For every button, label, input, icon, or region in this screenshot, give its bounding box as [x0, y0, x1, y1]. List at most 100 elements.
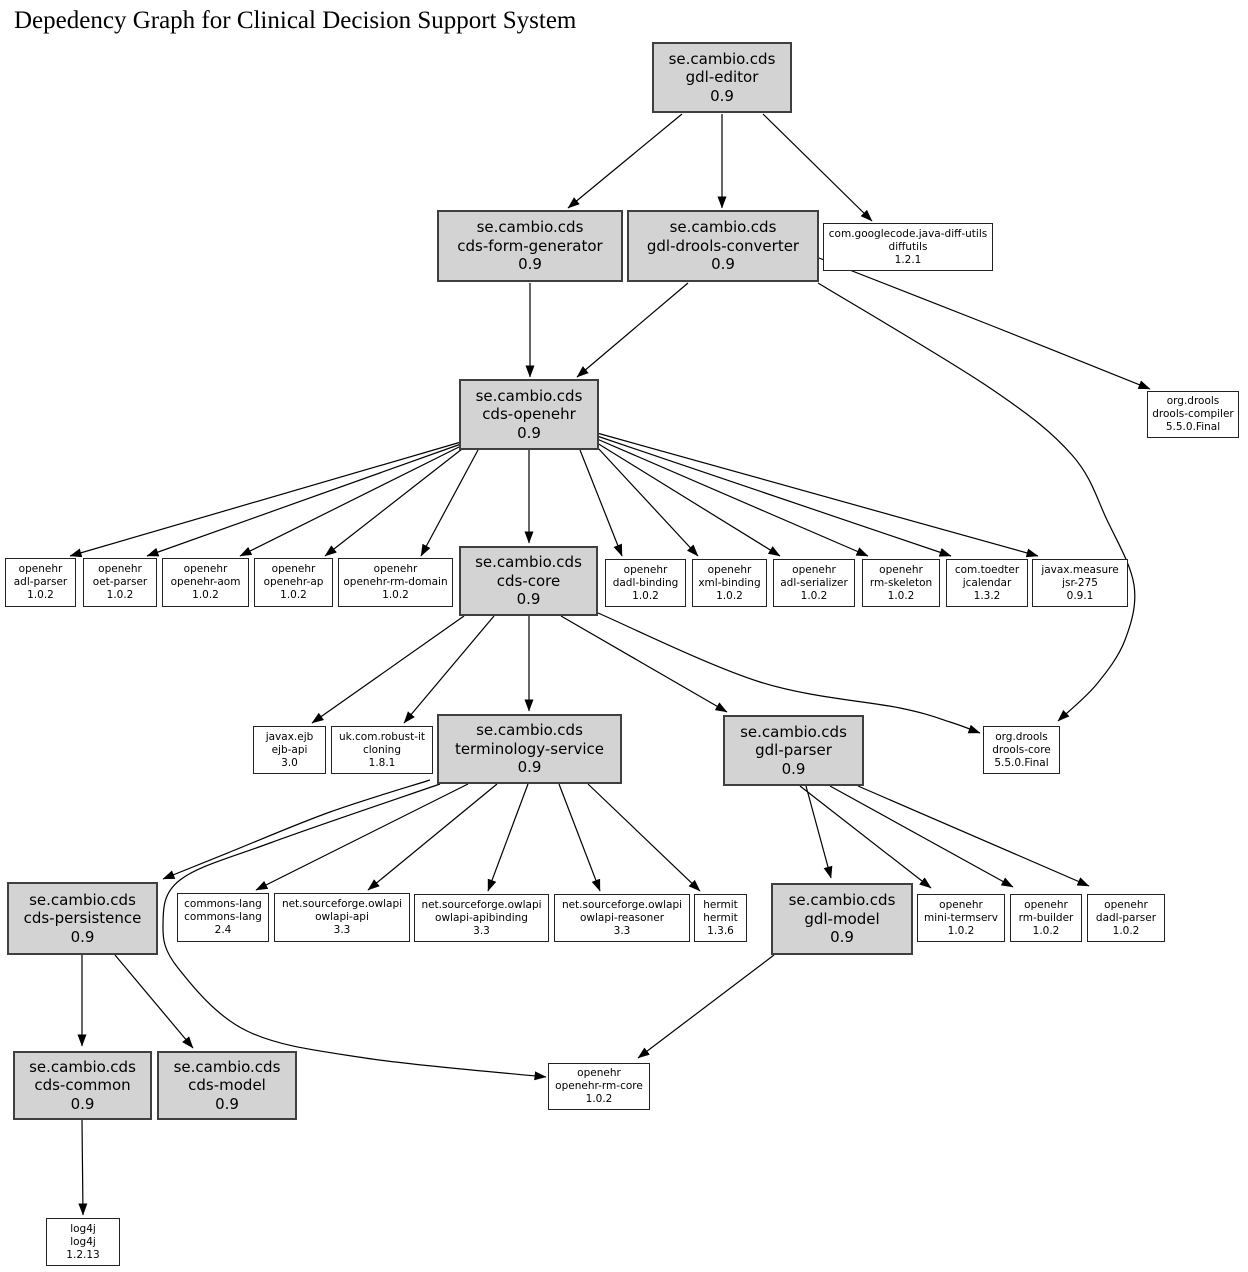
node-ejb-api-group: javax.ejb	[265, 730, 314, 743]
edge-terminology-service-to-owlapi-api	[367, 783, 498, 891]
node-owlapi-apibinding-group: net.sourceforge.owlapi	[421, 898, 542, 911]
edge-cds-openehr-to-openehr-ap	[324, 448, 463, 557]
edge-gdl-parser-to-gdl-model	[805, 785, 833, 879]
node-mini-termserv-group: openehr	[939, 898, 983, 911]
node-openehr-aom-name: openehr-aom	[170, 576, 241, 588]
node-terminology-service-name: terminology-service	[454, 739, 605, 758]
diagram-title: Depedency Graph for Clinical Decision Su…	[14, 7, 577, 34]
node-openehr-aom-group: openehr	[183, 563, 228, 575]
node-terminology-service-group: se.cambio.cds	[476, 721, 583, 740]
node-cds-model-version: 0.9	[215, 1094, 239, 1113]
node-dadl-parser-name: dadl-parser	[1095, 911, 1157, 924]
edge-terminology-service-to-hermit	[587, 783, 701, 892]
node-cds-core-version: 0.9	[516, 590, 541, 609]
node-cloning-version: 1.8.1	[368, 756, 396, 769]
node-gdl-model-name: gdl-model	[804, 909, 880, 928]
node-log4j-group: log4j	[70, 1222, 96, 1235]
node-rm-skeleton-name: rm-skeleton	[869, 576, 933, 589]
node-adl-parser-name: adl-parser	[13, 576, 68, 588]
node-drools-core-group: org.drools	[995, 730, 1048, 743]
node-cloning-group: uk.com.robust-it	[338, 730, 426, 743]
node-cds-common-version: 0.9	[70, 1094, 95, 1113]
node-terminology-service-version: 0.9	[517, 758, 542, 777]
node-cds-form-generator-name: cds-form-generator	[457, 236, 603, 255]
node-openehr-rm-core-version: 1.0.2	[585, 1093, 613, 1105]
node-gdl-parser-group: se.cambio.cds	[740, 722, 847, 741]
node-drools-core-name: drools-core	[992, 743, 1051, 756]
node-gdl-editor-group: se.cambio.cds	[668, 49, 776, 68]
node-adl-serializer-version: 1.0.2	[800, 589, 828, 602]
node-cds-model-name: cds-model	[188, 1076, 266, 1095]
edge-gdl-drools-converter-to-cds-openehr	[576, 282, 689, 378]
node-oet-parser-name: oet-parser	[92, 576, 148, 588]
edge-gdl-editor-to-diffutils	[762, 113, 873, 222]
edge-gdl-parser-to-rm-builder	[829, 785, 1014, 888]
node-xml-binding-version: 1.0.2	[716, 589, 743, 602]
edge-cds-openehr-to-xml-binding	[596, 446, 699, 557]
node-commons-lang-version: 2.4	[214, 924, 232, 936]
node-dadl-binding-version: 1.0.2	[632, 589, 659, 602]
node-xml-binding-name: xml-binding	[698, 576, 761, 589]
node-cds-core-name: cds-core	[496, 571, 561, 590]
node-gdl-drools-converter-name: gdl-drools-converter	[646, 236, 800, 255]
node-commons-lang-group: commons-lang	[184, 898, 262, 910]
node-jcalendar-group: com.toedter	[954, 563, 1020, 576]
node-adl-parser-version: 1.0.2	[27, 589, 54, 601]
node-rm-builder-version: 1.0.2	[1032, 924, 1060, 937]
node-gdl-editor-version: 0.9	[710, 86, 734, 105]
node-openehr-rm-core-group: openehr	[577, 1067, 621, 1079]
edge-terminology-service-to-owlapi-reasoner	[558, 783, 601, 892]
node-openehr-rm-domain-group: openehr	[373, 563, 418, 575]
node-diffutils-version: 1.2.1	[894, 253, 922, 266]
node-gdl-parser-version: 0.9	[781, 759, 806, 778]
node-gdl-editor-name: gdl-editor	[685, 68, 759, 87]
edge-cds-core-to-ejb-api	[311, 615, 465, 724]
edge-cds-openehr-to-adl-parser	[69, 441, 462, 558]
node-owlapi-api-group: net.sourceforge.owlapi	[281, 898, 403, 910]
edge-cds-core-to-gdl-parser	[560, 615, 728, 713]
node-dadl-binding-name: dadl-binding	[612, 576, 679, 589]
node-cds-persistence-version: 0.9	[70, 927, 95, 946]
node-cds-core-group: se.cambio.cds	[475, 553, 582, 572]
node-gdl-parser-name: gdl-parser	[755, 741, 832, 760]
node-ejb-api-name: ejb-api	[271, 743, 308, 756]
node-hermit-group: hermit	[703, 898, 738, 911]
node-cloning-name: cloning	[362, 743, 401, 756]
node-rm-skeleton-version: 1.0.2	[887, 589, 915, 602]
node-diffutils-name: diffutils	[888, 240, 928, 253]
node-owlapi-apibinding-name: owlapi-apibinding	[435, 911, 528, 924]
node-hermit-version: 1.3.6	[707, 924, 734, 937]
edge-cds-openehr-to-jcalendar	[596, 435, 952, 557]
node-gdl-drools-converter-version: 0.9	[711, 255, 735, 274]
node-log4j-name: log4j	[70, 1235, 96, 1248]
edge-cds-openehr-to-dadl-binding	[579, 449, 623, 557]
edge-gdl-drools-converter-to-drools-core	[817, 282, 1136, 722]
node-jsr-275-group: javax.measure	[1041, 563, 1119, 576]
node-gdl-drools-converter-group: se.cambio.cds	[669, 218, 777, 237]
node-cds-common-group: se.cambio.cds	[29, 1057, 136, 1076]
node-hermit-name: hermit	[703, 911, 738, 924]
edge-gdl-editor-to-cds-form-generator	[567, 113, 683, 209]
